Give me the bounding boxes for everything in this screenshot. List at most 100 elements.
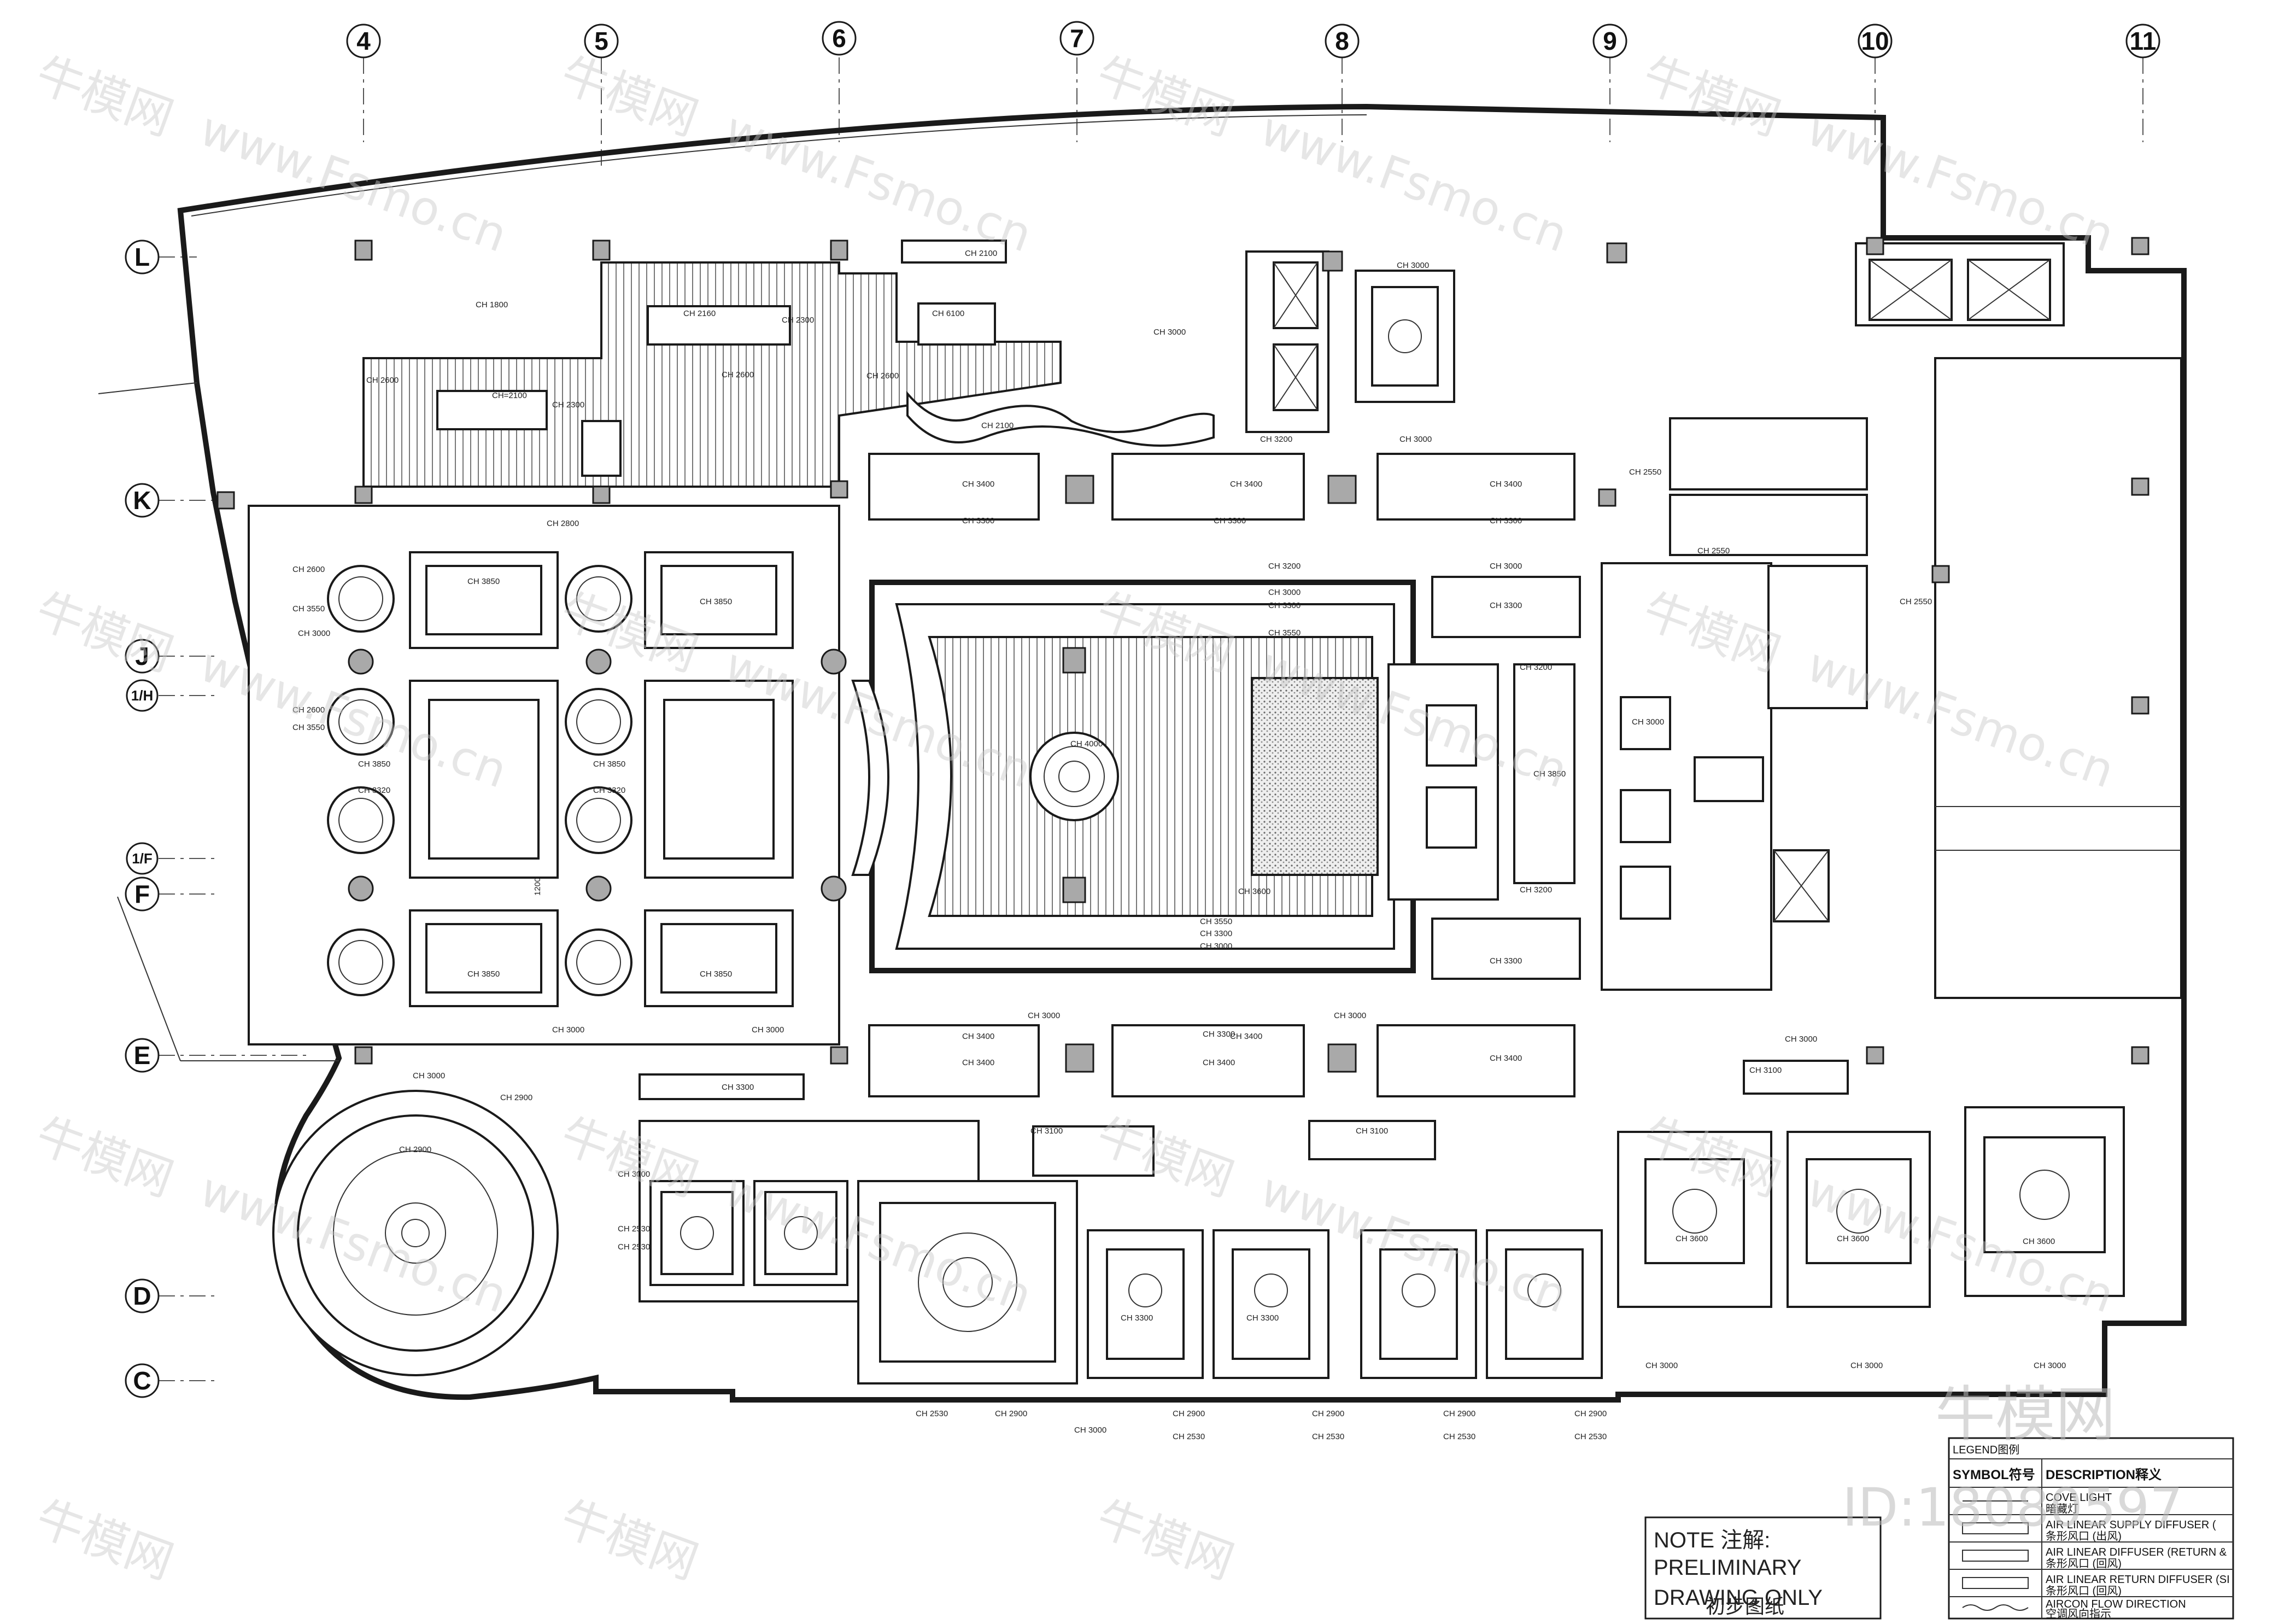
ch-label: CH 3600	[1676, 1234, 1708, 1243]
grid-rows: L K J 1/H 1/F F E D C	[125, 239, 306, 1398]
ceiling-height-labels: CH 1800 CH 2600 CH=2100 CH 2300 CH 2160 …	[292, 249, 2066, 1441]
ch-label: CH 3550	[292, 723, 325, 732]
ch-label: CH 3300	[1121, 1313, 1153, 1323]
ch-label: CH 3300	[1246, 1313, 1279, 1323]
grid-bubble-1H	[126, 679, 159, 712]
note-box: NOTE 注解: PRELIMINARY DRAWING ONLY 初步图纸	[1644, 1516, 1882, 1620]
grid-bubble-J	[125, 639, 160, 674]
ch-label: CH 2900	[500, 1093, 532, 1102]
grid-label-J: J	[135, 642, 149, 670]
watermark-brand: 牛模网	[1090, 47, 1241, 147]
ch-label: CH 2160	[683, 309, 716, 318]
legend-symbol-rect	[1962, 1522, 2029, 1534]
ch-label: CH 2600	[866, 371, 899, 381]
ch-label: CH 3000	[1334, 1011, 1366, 1020]
private-rooms	[639, 1060, 2125, 1385]
note-line1: PRELIMINARY	[1654, 1556, 1801, 1580]
top-hatched-zones	[362, 239, 1215, 488]
ch-label: CH 2530	[916, 1409, 948, 1418]
grid-columns: 4 5 6 7 8 9 10 11	[346, 21, 2160, 170]
ch-label: CH 2600	[292, 565, 325, 574]
ch-label: CH 3400	[1490, 1054, 1522, 1063]
ch-label: CH 2550	[1629, 468, 1661, 477]
ch-label: CH 3320	[593, 786, 625, 795]
grid-label-4: 4	[356, 27, 371, 55]
central-ballroom	[851, 580, 1416, 973]
ch-label: CH 3300	[1200, 929, 1232, 938]
legend-table: LEGEND图例 SYMBOL符号 DESCRIPTION释义 COVE LIG…	[1948, 1437, 2234, 1620]
grid-bubble-1F	[126, 842, 159, 875]
note-title: NOTE 注解:	[1654, 1528, 1770, 1552]
ch-label: CH 3000	[1200, 942, 1232, 951]
ch-label: CH 2100	[965, 249, 997, 258]
ch-label: CH=2100	[492, 391, 527, 400]
watermark-site: www.Fsmo.cn	[1254, 102, 1574, 263]
grid-bubble-F	[125, 877, 160, 912]
ch-label: CH 2530	[1312, 1432, 1344, 1441]
ch-label: CH 2550	[1900, 597, 1932, 606]
dim-label: 1200	[533, 878, 542, 896]
ch-label: CH 3400	[1203, 1058, 1235, 1067]
ch-label: CH 3200	[1260, 435, 1292, 444]
ch-label: CH 3300	[1214, 516, 1246, 525]
ch-label: CH 3200	[1520, 885, 1552, 895]
ch-label: CH 2600	[366, 376, 399, 385]
watermark-brand: 牛模网	[29, 583, 180, 682]
ch-label: CH 2530	[618, 1242, 650, 1252]
grid-label-D: D	[133, 1282, 151, 1310]
grid-label-6: 6	[832, 24, 846, 52]
ch-label: CH 3300	[1268, 601, 1301, 610]
legend-item-2: AIR LINEAR DIFFUSER (RETURN &	[2046, 1546, 2227, 1558]
watermark-brand: 牛模网	[1090, 1108, 1241, 1207]
ch-label: CH 3000	[752, 1025, 784, 1035]
ch-label: CH 3000	[1785, 1035, 1817, 1044]
grid-label-1H: 1/H	[131, 687, 153, 704]
watermark-brand: 牛模网	[554, 47, 705, 147]
legend-item-4-cn: 空调风向指示	[2046, 1608, 2111, 1620]
left-dining-hall	[248, 505, 847, 1045]
legend-title: LEGEND图例	[1953, 1444, 2019, 1456]
ch-label: CH 3000	[1490, 562, 1522, 571]
grid-label-F: F	[134, 880, 150, 908]
grid-label-10: 10	[1861, 27, 1889, 55]
ch-label: CH 3850	[1533, 769, 1566, 779]
grid-bubble-4	[346, 24, 381, 59]
grid-bubble-K	[125, 483, 160, 518]
grid-bubble-6	[822, 21, 857, 56]
ch-label: CH 2900	[399, 1145, 431, 1154]
grid-label-1F: 1/F	[132, 850, 153, 867]
ch-label: CH 2600	[292, 705, 325, 715]
grid-bubble-L	[125, 239, 160, 274]
round-dining-room	[272, 1090, 559, 1376]
ch-label: CH 3600	[1837, 1234, 1869, 1243]
ch-label: CH 3100	[1356, 1126, 1388, 1136]
ch-label: CH 3400	[1230, 480, 1262, 489]
ch-label: CH 3000	[1850, 1361, 1883, 1370]
ch-label: CH 2530	[1173, 1432, 1205, 1441]
ch-label: CH 3000	[1645, 1361, 1678, 1370]
ch-label: CH 3600	[1238, 887, 1270, 896]
ch-label: CH 3000	[1399, 435, 1432, 444]
ch-label: CH 3300	[962, 516, 994, 525]
ch-label: CH 3400	[962, 1032, 994, 1041]
ch-label: CH 3850	[467, 577, 500, 586]
legend-item-0-cn: 暗藏灯	[2046, 1503, 2078, 1515]
legend-item-1: AIR LINEAR SUPPLY DIFFUSER (	[2046, 1519, 2216, 1531]
ch-label: CH 2600	[722, 370, 754, 379]
legend-item-1-cn: 条形风口 (出风)	[2046, 1530, 2122, 1543]
ch-label: CH 3000	[1074, 1426, 1106, 1435]
grid-label-E: E	[134, 1041, 151, 1070]
note-line2: DRAWING ONLY	[1654, 1586, 1823, 1610]
legend-description-header: DESCRIPTION释义	[2046, 1468, 2162, 1482]
grid-bubble-11	[2125, 24, 2160, 59]
ch-label: CH 3400	[1490, 480, 1522, 489]
grid-label-C: C	[133, 1366, 151, 1395]
watermark-brand: 牛模网	[29, 1491, 180, 1590]
corridor-ceiling-panels	[639, 453, 1575, 1100]
ch-label: CH 2100	[981, 421, 1014, 430]
grid-bubble-9	[1592, 24, 1627, 59]
grid-bubble-10	[1858, 24, 1893, 59]
ch-label: CH 3850	[593, 760, 625, 769]
ch-label: CH 3000	[618, 1170, 650, 1179]
